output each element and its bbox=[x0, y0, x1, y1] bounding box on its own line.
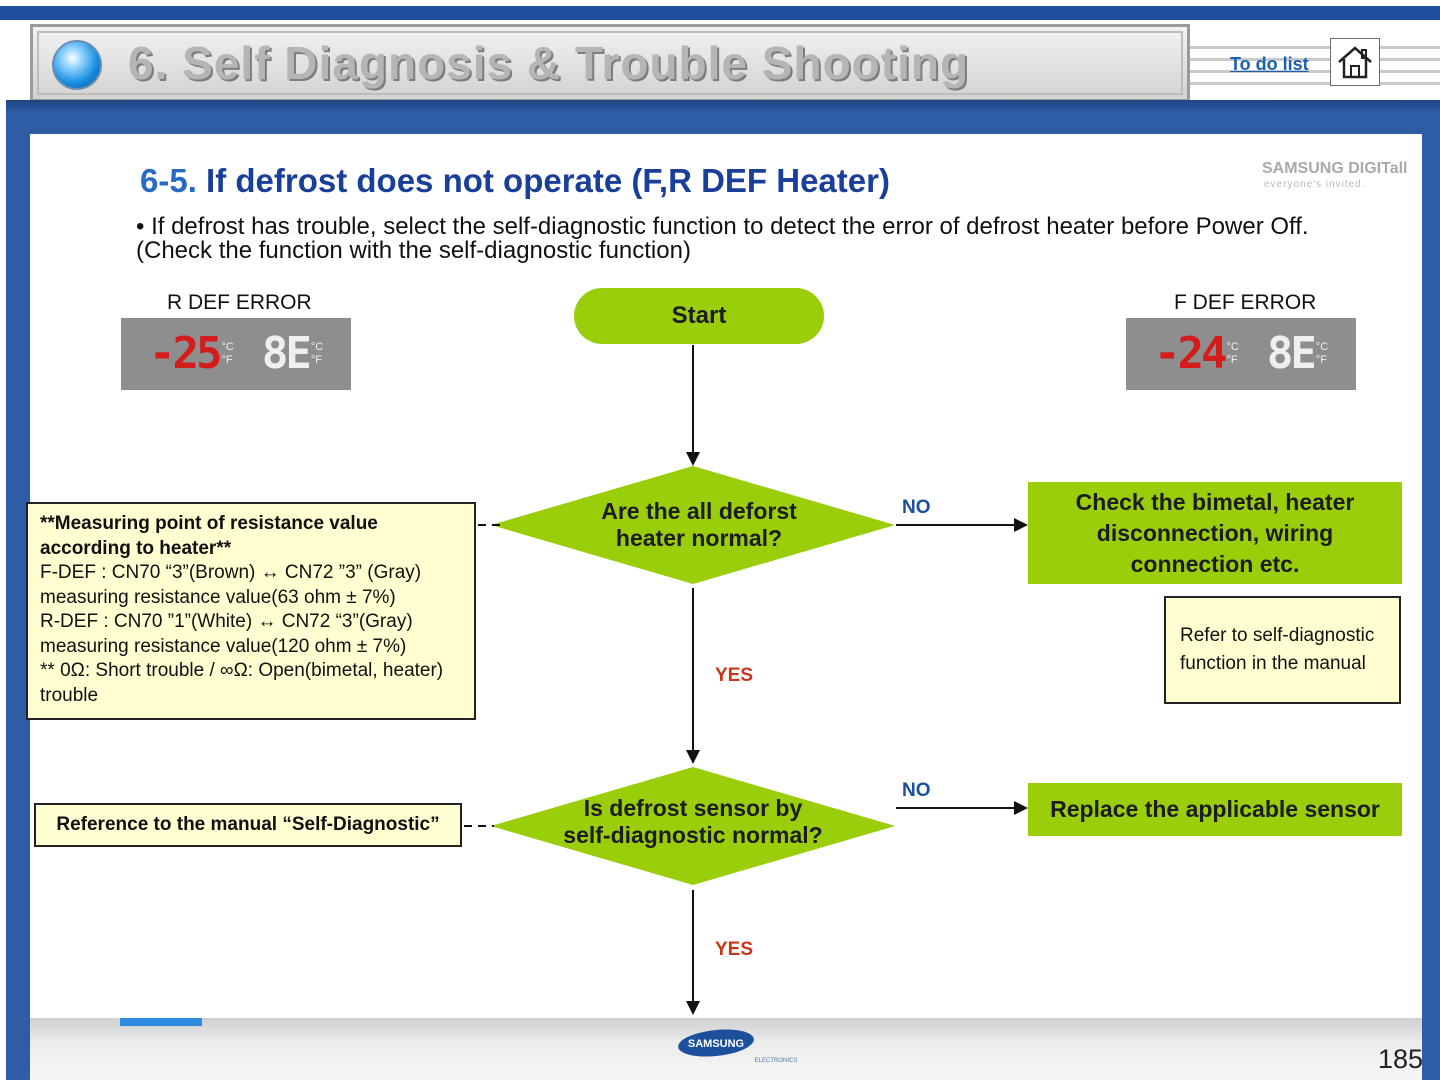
decision2-diamond bbox=[491, 767, 895, 885]
svg-text:SAMSUNG: SAMSUNG bbox=[688, 1038, 744, 1050]
f-def-error-display: -24 °C°F 8E °C°F bbox=[1126, 318, 1356, 390]
r-def-error-label: R DEF ERROR bbox=[167, 291, 312, 314]
r-def-units-right: °C°F bbox=[310, 341, 324, 366]
r-def-temp-left: -25 bbox=[149, 328, 223, 379]
f-def-units-right: °C°F bbox=[1315, 341, 1329, 366]
intro-text: • If defrost has trouble, select the sel… bbox=[136, 213, 1309, 264]
page-number: 185 bbox=[1378, 1044, 1424, 1074]
r-def-units-left: °C°F bbox=[221, 341, 234, 366]
f-def-temp-left: -24 bbox=[1154, 328, 1228, 379]
home-button[interactable] bbox=[1330, 38, 1380, 86]
page-title: 6. Self Diagnosis & Trouble Shooting bbox=[128, 37, 970, 89]
header-blue-stripe bbox=[0, 6, 1440, 20]
r-def-temp-right: 8E bbox=[261, 328, 312, 379]
decision2-no-label: NO bbox=[902, 780, 931, 801]
section-number: 6-5. bbox=[140, 162, 197, 199]
samsung-electronics-logo: SAMSUNG ELECTRONICS bbox=[678, 1029, 798, 1064]
samsung-digitall-logo: SAMSUNG DIGITall everyone's invited. bbox=[1262, 158, 1414, 196]
resistance-measurement-note: **Measuring point of resistance value ac… bbox=[26, 502, 476, 720]
section-title: 6-5. If defrost does not operate (F,R DE… bbox=[140, 162, 890, 200]
frame-top-edge bbox=[6, 100, 1440, 112]
globe-icon bbox=[52, 40, 102, 90]
brand-name: SAMSUNG DIGITall bbox=[1262, 160, 1408, 177]
f-def-units-left: °C°F bbox=[1226, 341, 1239, 366]
f-def-error-label: F DEF ERROR bbox=[1174, 291, 1317, 314]
svg-text:ELECTRONICS: ELECTRONICS bbox=[755, 1058, 798, 1064]
decision2-yes-label: YES bbox=[715, 939, 754, 960]
start-node: Start bbox=[574, 288, 824, 344]
brand-tagline: everyone's invited. bbox=[1264, 179, 1366, 190]
header-decor-lines bbox=[1190, 40, 1440, 100]
footer-accent bbox=[120, 1018, 202, 1026]
reference-manual-note: Reference to the manual “Self-Diagnostic… bbox=[34, 803, 462, 847]
decision1-no-label: NO bbox=[902, 497, 931, 518]
title-plate-border bbox=[37, 31, 1183, 95]
section-title-text: If defrost does not operate (F,R DEF Hea… bbox=[206, 162, 890, 199]
home-icon bbox=[1338, 46, 1372, 79]
decision1-yes-label: YES bbox=[715, 665, 754, 686]
decision1-diamond bbox=[491, 466, 895, 584]
todo-list-link[interactable]: To do list bbox=[1230, 54, 1309, 74]
r-def-error-display: -25 °C°F 8E °C°F bbox=[121, 318, 351, 390]
f-def-temp-right: 8E bbox=[1266, 328, 1317, 379]
replace-sensor-box: Replace the applicable sensor bbox=[1028, 783, 1402, 836]
